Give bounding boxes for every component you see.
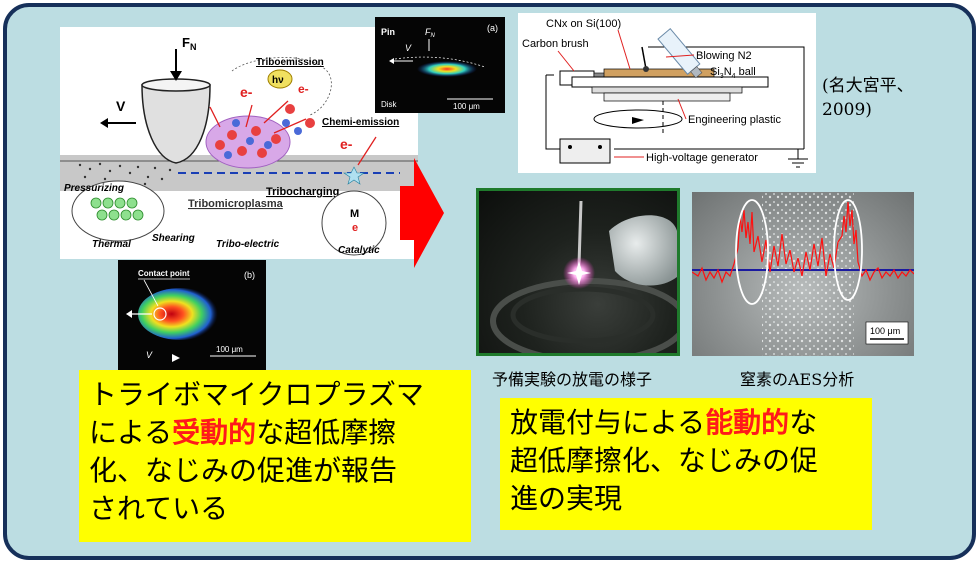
reference-citation: (名大宮平、 2009) [822, 74, 914, 122]
svg-text:FN: FN [425, 27, 436, 39]
active-emphasis: 能動的 [705, 406, 790, 439]
aes-image: 100 μm [692, 192, 914, 356]
emitted-ions [282, 104, 315, 135]
hv-label: hν [272, 75, 284, 86]
pin-v: V [405, 43, 412, 53]
contact-label: Contact point [138, 269, 190, 278]
pin-fn-sub: N [431, 33, 436, 39]
catalytic-label: Catalytic [338, 245, 380, 256]
left-highlight [735, 199, 769, 305]
contact-scale: 100 μm [216, 345, 243, 354]
rotation-ellipse [593, 109, 683, 129]
ball-n: N [724, 66, 732, 78]
left-line-1: トライボマイクロプラズマ [89, 378, 424, 411]
left-summary-box: トライボマイクロプラズマ による受動的な超低摩擦 化、なじみの促進が報告 されて… [79, 370, 471, 542]
electron-3: e- [340, 136, 353, 152]
contact-v: V [146, 350, 153, 360]
pin-fn: F [425, 27, 431, 37]
generator-box [559, 138, 611, 164]
red-arrow [400, 158, 444, 268]
plastic-label: Engineering plastic [688, 114, 781, 126]
contact-tag: (b) [244, 270, 255, 280]
pin-scale: 100 μm [453, 102, 480, 111]
passive-emphasis: 受動的 [172, 416, 257, 449]
pin-image: Pin FN (a) V Disk 100 μm [375, 17, 505, 113]
triboemission-label: Triboemission [256, 57, 324, 68]
right-line-1-post: な [789, 406, 818, 439]
blowing-label: Blowing N2 [696, 50, 752, 62]
pressurizing-label: Pressurizing [64, 183, 124, 194]
left-line-4: されている [89, 492, 229, 525]
tribocharging-label: Tribocharging [266, 186, 339, 198]
plasma-charges [215, 119, 281, 159]
fn-label: F [182, 35, 190, 50]
svg-text:FN: FN [182, 35, 196, 52]
electron-2: e- [298, 82, 309, 96]
plastic-plate [603, 92, 731, 102]
right-line-1: 放電付与による能動的な [510, 404, 862, 442]
reference-line-1: (名大宮平、 [822, 76, 914, 96]
n2-nozzle [657, 28, 703, 79]
left-line-2-post: な超低摩擦 [256, 416, 397, 449]
brush-label: Carbon brush [522, 38, 589, 50]
electron-1: e- [240, 84, 253, 100]
cnx-label: CNx on Si(100) [546, 18, 621, 30]
pin-tag: (a) [487, 23, 498, 33]
left-line-3: 化、なじみの促進が報告 [89, 454, 398, 487]
ball-sub2: 4 [732, 73, 736, 80]
catalytic-circle [321, 190, 387, 256]
particles [78, 162, 172, 186]
right-line-1-pre: 放電付与による [510, 406, 706, 439]
generator-label: High-voltage generator [646, 152, 758, 164]
right-highlight [833, 199, 863, 301]
left-ellipse [71, 180, 165, 242]
green-atoms [90, 197, 144, 221]
aes-scale: 100 μm [870, 326, 900, 336]
m-label: M [350, 208, 359, 220]
photon-badge [267, 69, 293, 89]
reference-line-2: 2009) [822, 100, 872, 120]
tribomicroplasma-label: Tribomicroplasma [188, 198, 284, 210]
ball-si: Si [710, 66, 720, 78]
nozzle-cap [609, 215, 677, 286]
caption-discharge: 予備実験の放電の様子 [492, 370, 653, 389]
tribo-diagram: FN V e- e- e- hν Triboemission Chemi [60, 27, 418, 259]
fn-sub: N [190, 42, 197, 52]
catalytic-e: e [352, 222, 358, 234]
thermal-label: Thermal [92, 239, 131, 250]
left-line-2-pre: による [89, 416, 173, 449]
left-line-2: による受動的な超低摩擦 [89, 414, 461, 452]
shearing-label: Shearing [152, 233, 195, 244]
right-summary-box: 放電付与による能動的な 超低摩擦化、なじみの促 進の実現 [500, 398, 872, 530]
contact-marker [153, 307, 167, 321]
chemi-emission-label: Chemi-emission [322, 117, 399, 128]
caption-aes: 窒素のAES分析 [740, 370, 855, 389]
disk-label: Disk [381, 100, 398, 109]
ball-post: ball [736, 66, 756, 78]
discharge-photo [476, 188, 680, 356]
emission-rays [209, 100, 307, 134]
pin-label: Pin [381, 27, 395, 37]
right-line-3: 進の実現 [510, 482, 623, 515]
contact-image: Contact point (b) V 100 μm [118, 260, 266, 372]
wear-track [762, 192, 854, 356]
apparatus-diagram: CNx on Si(100) Carbon brush Blowing N2 S… [518, 13, 816, 173]
contact-glow [138, 288, 222, 340]
v-label: V [116, 98, 126, 114]
electrode-needle [577, 200, 583, 266]
right-line-2: 超低摩擦化、なじみの促 [510, 444, 819, 477]
ball-sub1: 3 [720, 73, 724, 80]
pin-shape [141, 84, 211, 164]
svg-text:Si3N4 ball: Si3N4 ball [710, 66, 756, 80]
tribo-diagram-svg: FN V e- e- e- hν Triboemission Chemi [60, 35, 418, 256]
tribo-electric-label: Tribo-electric [216, 239, 280, 250]
pin-glow [417, 61, 477, 77]
